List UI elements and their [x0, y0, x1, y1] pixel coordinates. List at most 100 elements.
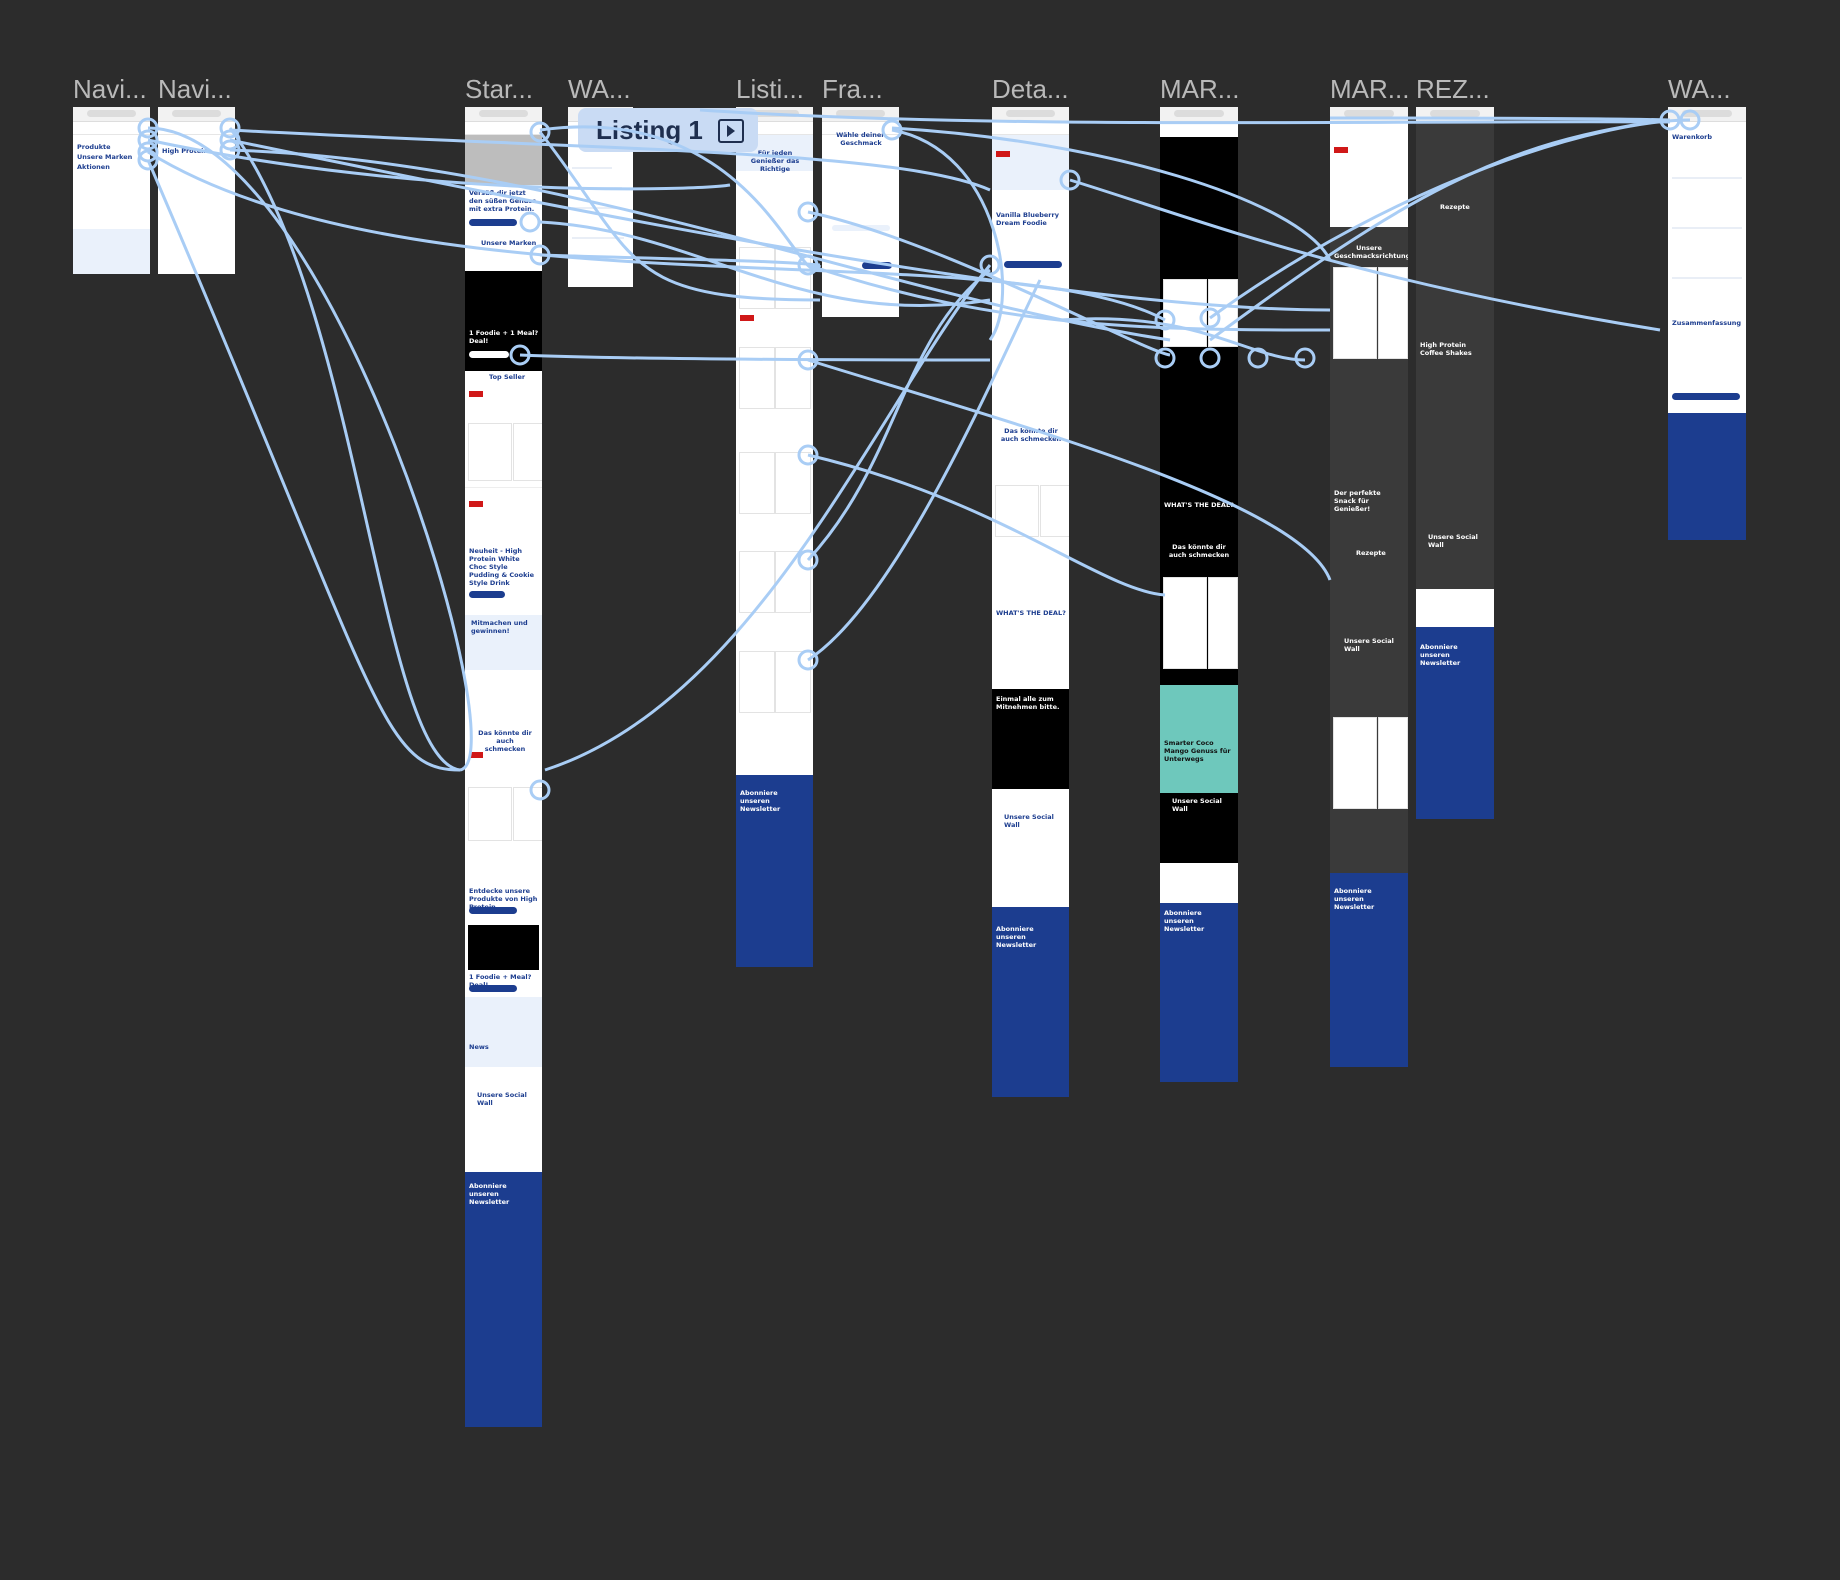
nav-item-marken[interactable]: Unsere Marken: [77, 153, 133, 161]
mehr-button[interactable]: [469, 591, 505, 598]
product-card[interactable]: [1208, 577, 1238, 669]
new-badge: [740, 315, 754, 321]
spacer: [1416, 589, 1494, 627]
connection-node[interactable]: [797, 649, 819, 671]
connection-node[interactable]: [797, 254, 819, 276]
prototype-link: [539, 125, 822, 271]
news-block: [465, 997, 542, 1067]
frame-label-detail[interactable]: Deta...: [992, 74, 1069, 104]
connection-node[interactable]: [137, 141, 159, 163]
connection-node[interactable]: [1679, 109, 1701, 131]
connection-node[interactable]: [219, 129, 241, 151]
frame-detail[interactable]: Vanilla Blueberry Dream Foodie Das könnt…: [992, 107, 1069, 1097]
browser-bar: [158, 107, 235, 122]
product-card[interactable]: [1378, 267, 1408, 359]
frame-label-start[interactable]: Star...: [465, 74, 533, 104]
frame-label-listing[interactable]: Listi...: [736, 74, 804, 104]
prototype-link: [539, 253, 821, 267]
product-card[interactable]: [513, 423, 542, 481]
url-field: [1005, 110, 1056, 117]
frame-label-rez[interactable]: REZ...: [1416, 74, 1490, 104]
connection-node[interactable]: [1659, 109, 1681, 131]
connection-node[interactable]: [1294, 347, 1316, 369]
frame-wa2[interactable]: Warenkorb Zusammenfassung: [1668, 107, 1746, 540]
prototype-link: [807, 358, 1332, 581]
connection-node[interactable]: [509, 344, 531, 366]
connection-node[interactable]: [1154, 309, 1176, 331]
new-badge: [469, 752, 483, 758]
entdecke-button[interactable]: [469, 907, 517, 914]
filter-apply-button[interactable]: [862, 262, 892, 269]
checkout-button[interactable]: [1672, 393, 1740, 400]
connection-node[interactable]: [797, 444, 819, 466]
flow-start-badge[interactable]: Listing 1: [578, 108, 758, 152]
product-card[interactable]: [1333, 717, 1377, 809]
connection-node[interactable]: [529, 779, 551, 801]
frame-label-nav1[interactable]: Navi...: [73, 74, 147, 104]
connection-node[interactable]: [529, 244, 551, 266]
frame-listing[interactable]: Für jeden Genießer das Richtige Abonnier…: [736, 107, 813, 967]
connection-node[interactable]: [979, 254, 1001, 276]
nav-item-high-protein[interactable]: High Protein: [162, 147, 209, 155]
social-wall-title: Unsere Social Wall: [477, 1091, 527, 1107]
frame-label-mar1[interactable]: MAR...: [1160, 74, 1240, 104]
frame-label-fragen[interactable]: Fra...: [822, 74, 883, 104]
connection-node[interactable]: [137, 129, 159, 151]
filter-chip[interactable]: [832, 225, 890, 231]
hero-button[interactable]: [469, 219, 517, 226]
connection-node[interactable]: [1199, 347, 1221, 369]
brands-title: Unsere Marken: [481, 239, 537, 247]
video-block[interactable]: [468, 925, 539, 970]
product-card[interactable]: [775, 651, 811, 713]
frame-label-nav2[interactable]: Navi...: [158, 74, 232, 104]
product-card[interactable]: [468, 787, 512, 841]
prototype-link: [147, 138, 731, 191]
connection-node[interactable]: [529, 121, 551, 143]
footer: [1160, 903, 1238, 1082]
url-field: [478, 110, 529, 117]
frame-label-mar2[interactable]: MAR...: [1330, 74, 1410, 104]
product-card[interactable]: [739, 347, 775, 409]
cart-line: [572, 167, 612, 169]
frame-label-wa2[interactable]: WA...: [1668, 74, 1731, 104]
connection-node[interactable]: [797, 201, 819, 223]
product-card[interactable]: [1163, 577, 1207, 669]
connection-node[interactable]: [881, 119, 903, 141]
connection-node[interactable]: [519, 211, 541, 233]
frame-nav1[interactable]: Produkte Unsere Marken Aktionen: [73, 107, 150, 274]
product-card[interactable]: [739, 551, 775, 613]
product-card[interactable]: [995, 485, 1039, 537]
connection-node[interactable]: [1199, 307, 1221, 329]
connection-node[interactable]: [797, 549, 819, 571]
connection-node[interactable]: [797, 349, 819, 371]
divider: [465, 487, 542, 488]
foodie-meal-button[interactable]: [469, 985, 517, 992]
product-card[interactable]: [739, 651, 775, 713]
prototype-link: [519, 353, 991, 362]
product-card[interactable]: [1208, 279, 1238, 347]
frame-rez[interactable]: Rezepte High Protein Coffee Shakes Unser…: [1416, 107, 1494, 819]
frame-mar1[interactable]: WHAT'S THE DEAL? Das könnte dir auch sch…: [1160, 107, 1238, 1082]
newsletter-title: Abonniere unseren Newsletter: [1334, 887, 1375, 911]
add-to-cart-button[interactable]: [1004, 261, 1062, 268]
connection-node[interactable]: [219, 117, 241, 139]
nav-item-produkte[interactable]: Produkte: [77, 143, 111, 151]
product-card[interactable]: [1378, 717, 1408, 809]
connection-node[interactable]: [1247, 347, 1269, 369]
product-card[interactable]: [1040, 485, 1069, 537]
product-card[interactable]: [775, 347, 811, 409]
connection-node[interactable]: [1154, 347, 1176, 369]
product-card[interactable]: [513, 787, 542, 841]
frame-start[interactable]: Versüß dir jetzt den süßen Genuss mit ex…: [465, 107, 542, 1427]
product-card[interactable]: [468, 423, 512, 481]
product-card[interactable]: [1333, 267, 1377, 359]
product-card[interactable]: [739, 452, 775, 514]
connection-node[interactable]: [137, 117, 159, 139]
connection-node[interactable]: [137, 149, 159, 171]
connection-node[interactable]: [1059, 169, 1081, 191]
frame-label-wa1[interactable]: WA...: [568, 74, 631, 104]
connection-node[interactable]: [219, 139, 241, 161]
nav-item-aktionen[interactable]: Aktionen: [77, 163, 110, 171]
foodie-button[interactable]: [469, 351, 509, 358]
newsletter-title: Abonniere unseren Newsletter: [469, 1182, 510, 1206]
